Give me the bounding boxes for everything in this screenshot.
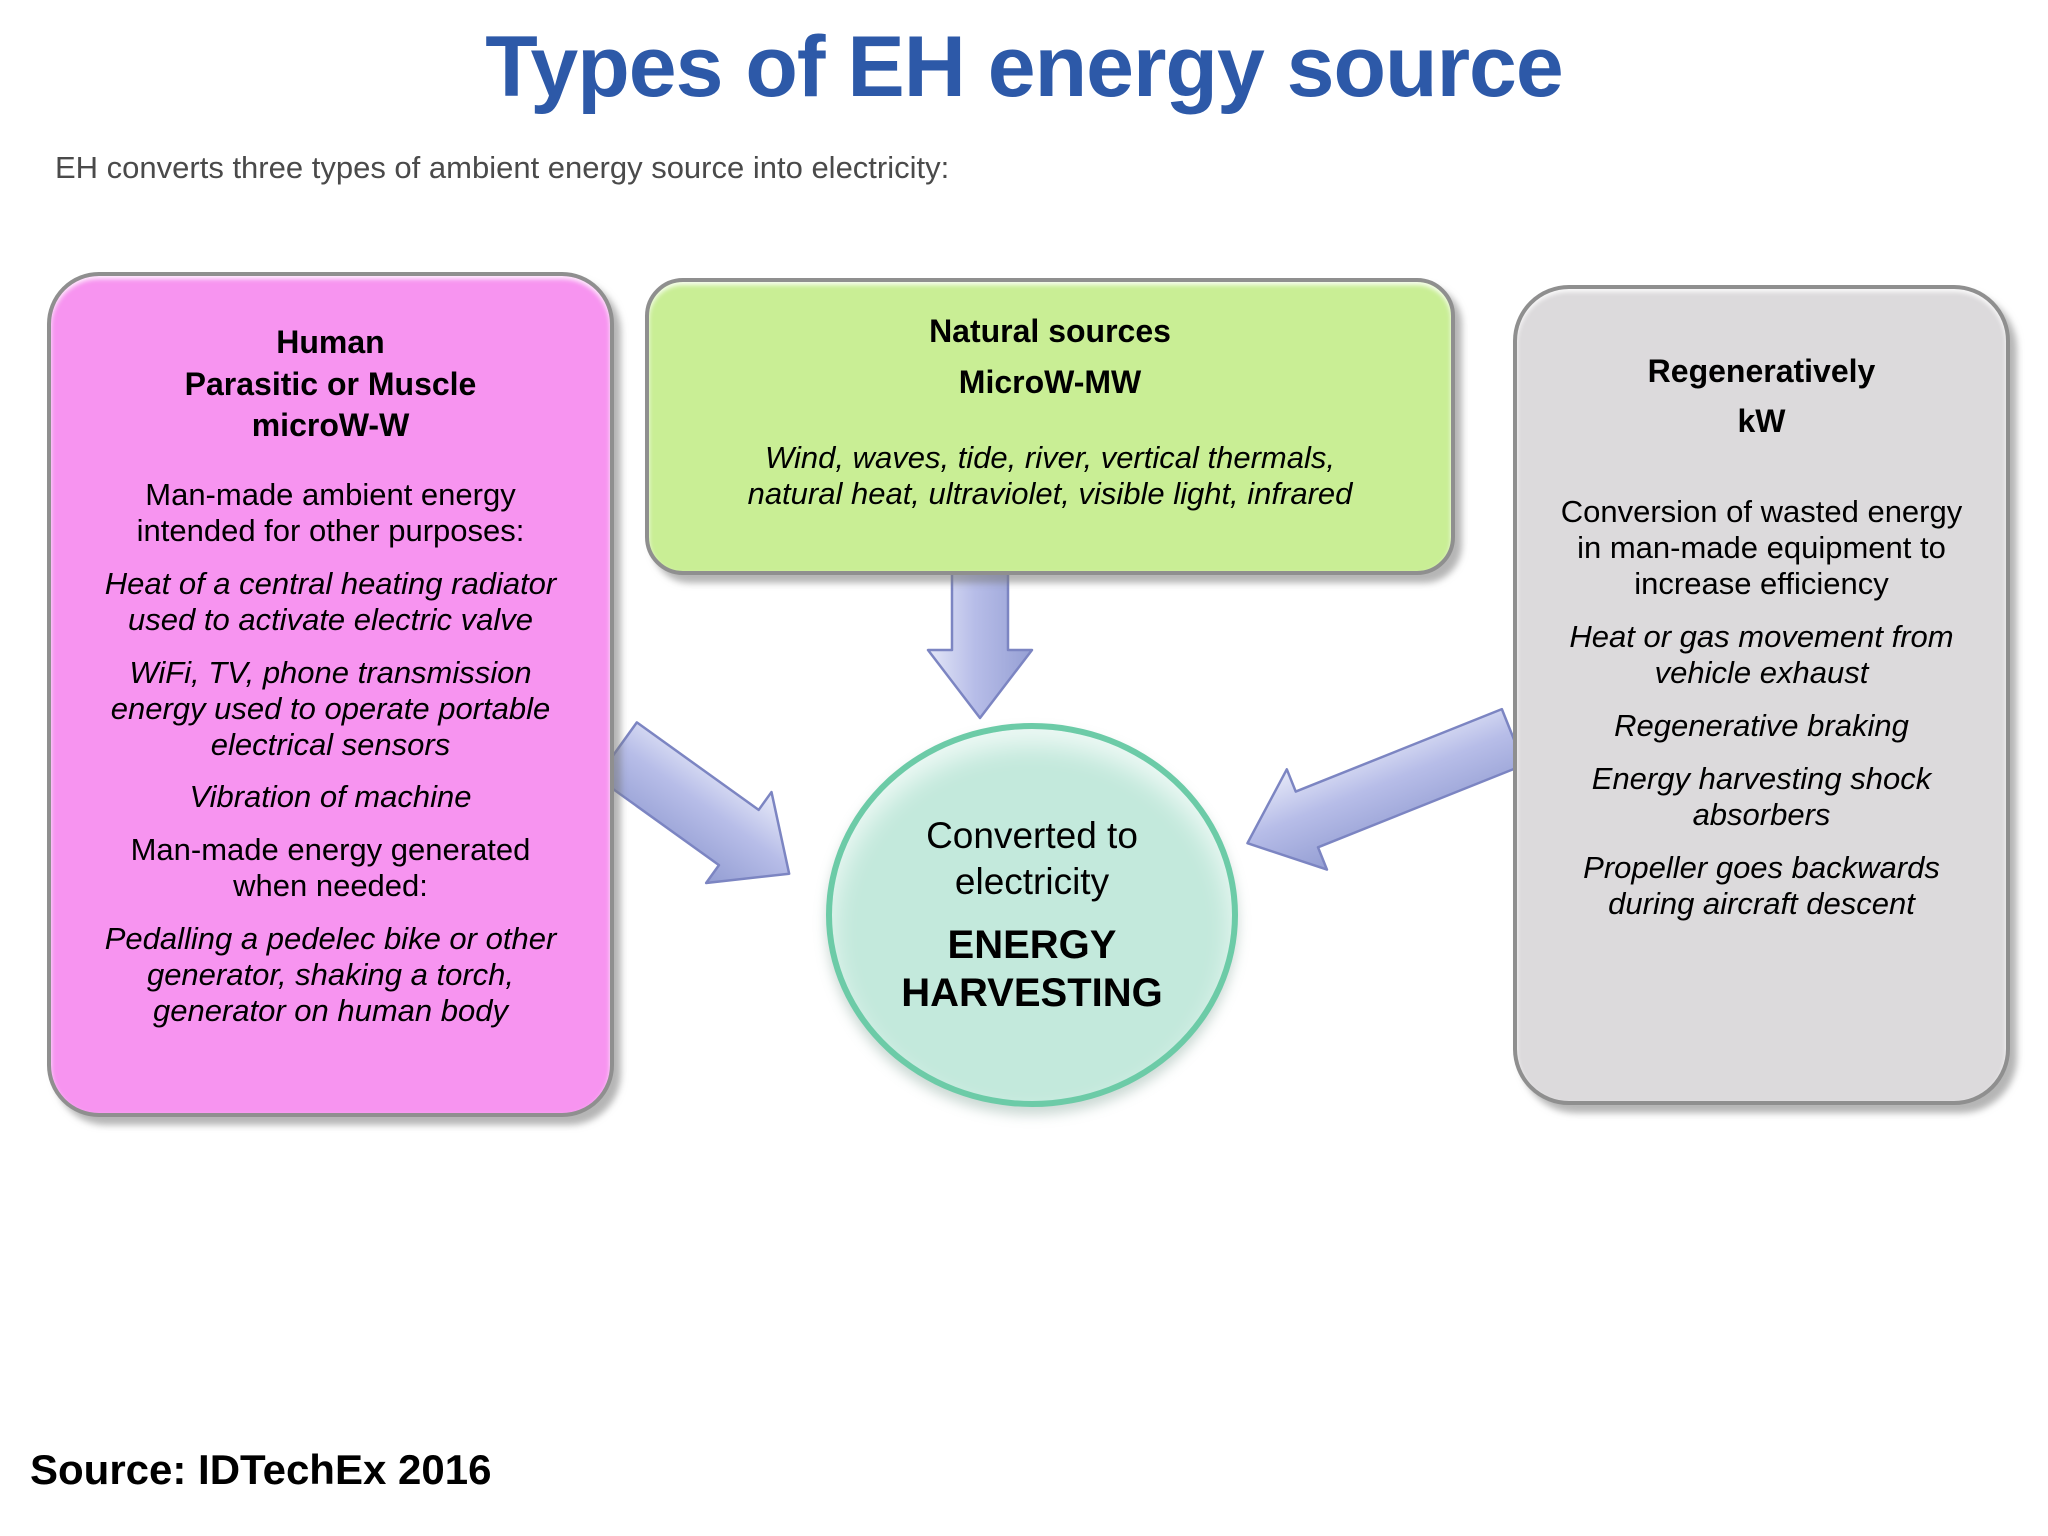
- human-box-paragraph: Man-made energy generated when needed:: [130, 832, 531, 904]
- ellipse-label: Converted to electricity: [926, 814, 1138, 902]
- human-box-heading: Human Parasitic or Muscle microW-W: [184, 324, 477, 444]
- energy-harvesting-ellipse: Converted to electricity ENERGY HARVESTI…: [826, 723, 1238, 1107]
- regenerative-box-paragraph: Propeller goes backwards during aircraft…: [1583, 849, 1940, 921]
- regenerative-box-paragraph: Heat or gas movement from vehicle exhaus…: [1569, 619, 1954, 690]
- regenerative-source-box: Regeneratively kW Conversion of wasted e…: [1513, 285, 2010, 1105]
- arrow-regenerative-to-center: [1246, 707, 1526, 871]
- human-box-paragraph: Man-made ambient energy intended for oth…: [136, 476, 525, 548]
- human-source-box: Human Parasitic or Muscle microW-W Man-m…: [47, 272, 614, 1117]
- regenerative-box-paragraph: Conversion of wasted energy in man-made …: [1560, 494, 1963, 602]
- regenerative-box-heading: Regeneratively kW: [1647, 353, 1876, 439]
- page-subtitle: EH converts three types of ambient energ…: [55, 150, 950, 185]
- arrow-natural-to-center: [926, 570, 1034, 720]
- human-box-paragraph: Heat of a central heating radiator used …: [104, 565, 557, 637]
- source-credit: Source: IDTechEx 2016: [30, 1446, 492, 1493]
- natural-source-box: Natural sources MicroW-MW Wind, waves, t…: [645, 278, 1455, 575]
- natural-box-paragraph: Wind, waves, tide, river, vertical therm…: [747, 440, 1353, 512]
- regenerative-box-paragraph: Regenerative braking: [1614, 707, 1909, 743]
- human-box-paragraph: Vibration of machine: [189, 779, 472, 815]
- human-box-paragraph: WiFi, TV, phone transmission energy used…: [110, 654, 551, 762]
- regenerative-box-paragraph: Energy harvesting shock absorbers: [1591, 760, 1932, 832]
- human-box-paragraph: Pedalling a pedelec bike or other genera…: [104, 921, 557, 1029]
- natural-box-heading: Natural sources MicroW-MW: [929, 313, 1171, 401]
- ellipse-title: ENERGY HARVESTING: [901, 923, 1163, 1016]
- page-title: Types of EH energy source: [485, 19, 1563, 115]
- arrow-human-to-center: [595, 721, 791, 885]
